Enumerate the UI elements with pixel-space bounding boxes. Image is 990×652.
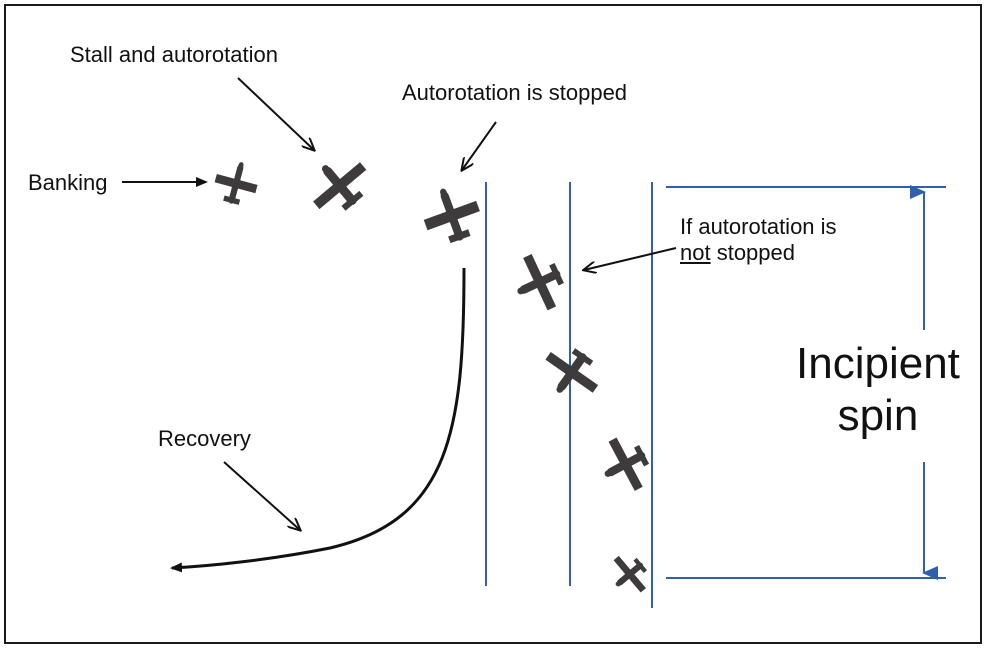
label-not-stopped-line2: not stopped: [680, 240, 837, 266]
label-stopped-word: stopped: [710, 240, 795, 266]
label-incipient-line2: spin: [837, 390, 919, 440]
airplane-icon: [602, 547, 656, 602]
label-incipient-spin: Incipient spin: [796, 338, 960, 442]
arrow-icon: [237, 77, 314, 150]
airplane-icon: [534, 337, 609, 409]
diagram-frame: [4, 4, 982, 644]
label-incipient-line1: Incipient: [796, 339, 960, 388]
label-not-word: not: [680, 240, 711, 266]
label-not-stopped: If autorotation is not stopped: [680, 214, 837, 267]
airplane-icon: [415, 179, 488, 250]
airplane-icon: [505, 246, 573, 319]
label-banking: Banking: [28, 170, 108, 195]
label-not-stopped-line1: If autorotation is: [680, 214, 837, 239]
label-autorotation-stopped: Autorotation is stopped: [402, 80, 628, 105]
airplane-icon: [591, 429, 658, 500]
arrow-icon: [223, 461, 300, 530]
arrow-icon: [584, 247, 677, 270]
arrow-icon: [462, 121, 497, 170]
airplane-icon: [210, 156, 263, 210]
label-stall: Stall and autorotation: [70, 42, 278, 67]
recovery-curve: [170, 267, 466, 573]
airplane-icon: [299, 146, 379, 224]
label-recovery: Recovery: [158, 426, 251, 451]
